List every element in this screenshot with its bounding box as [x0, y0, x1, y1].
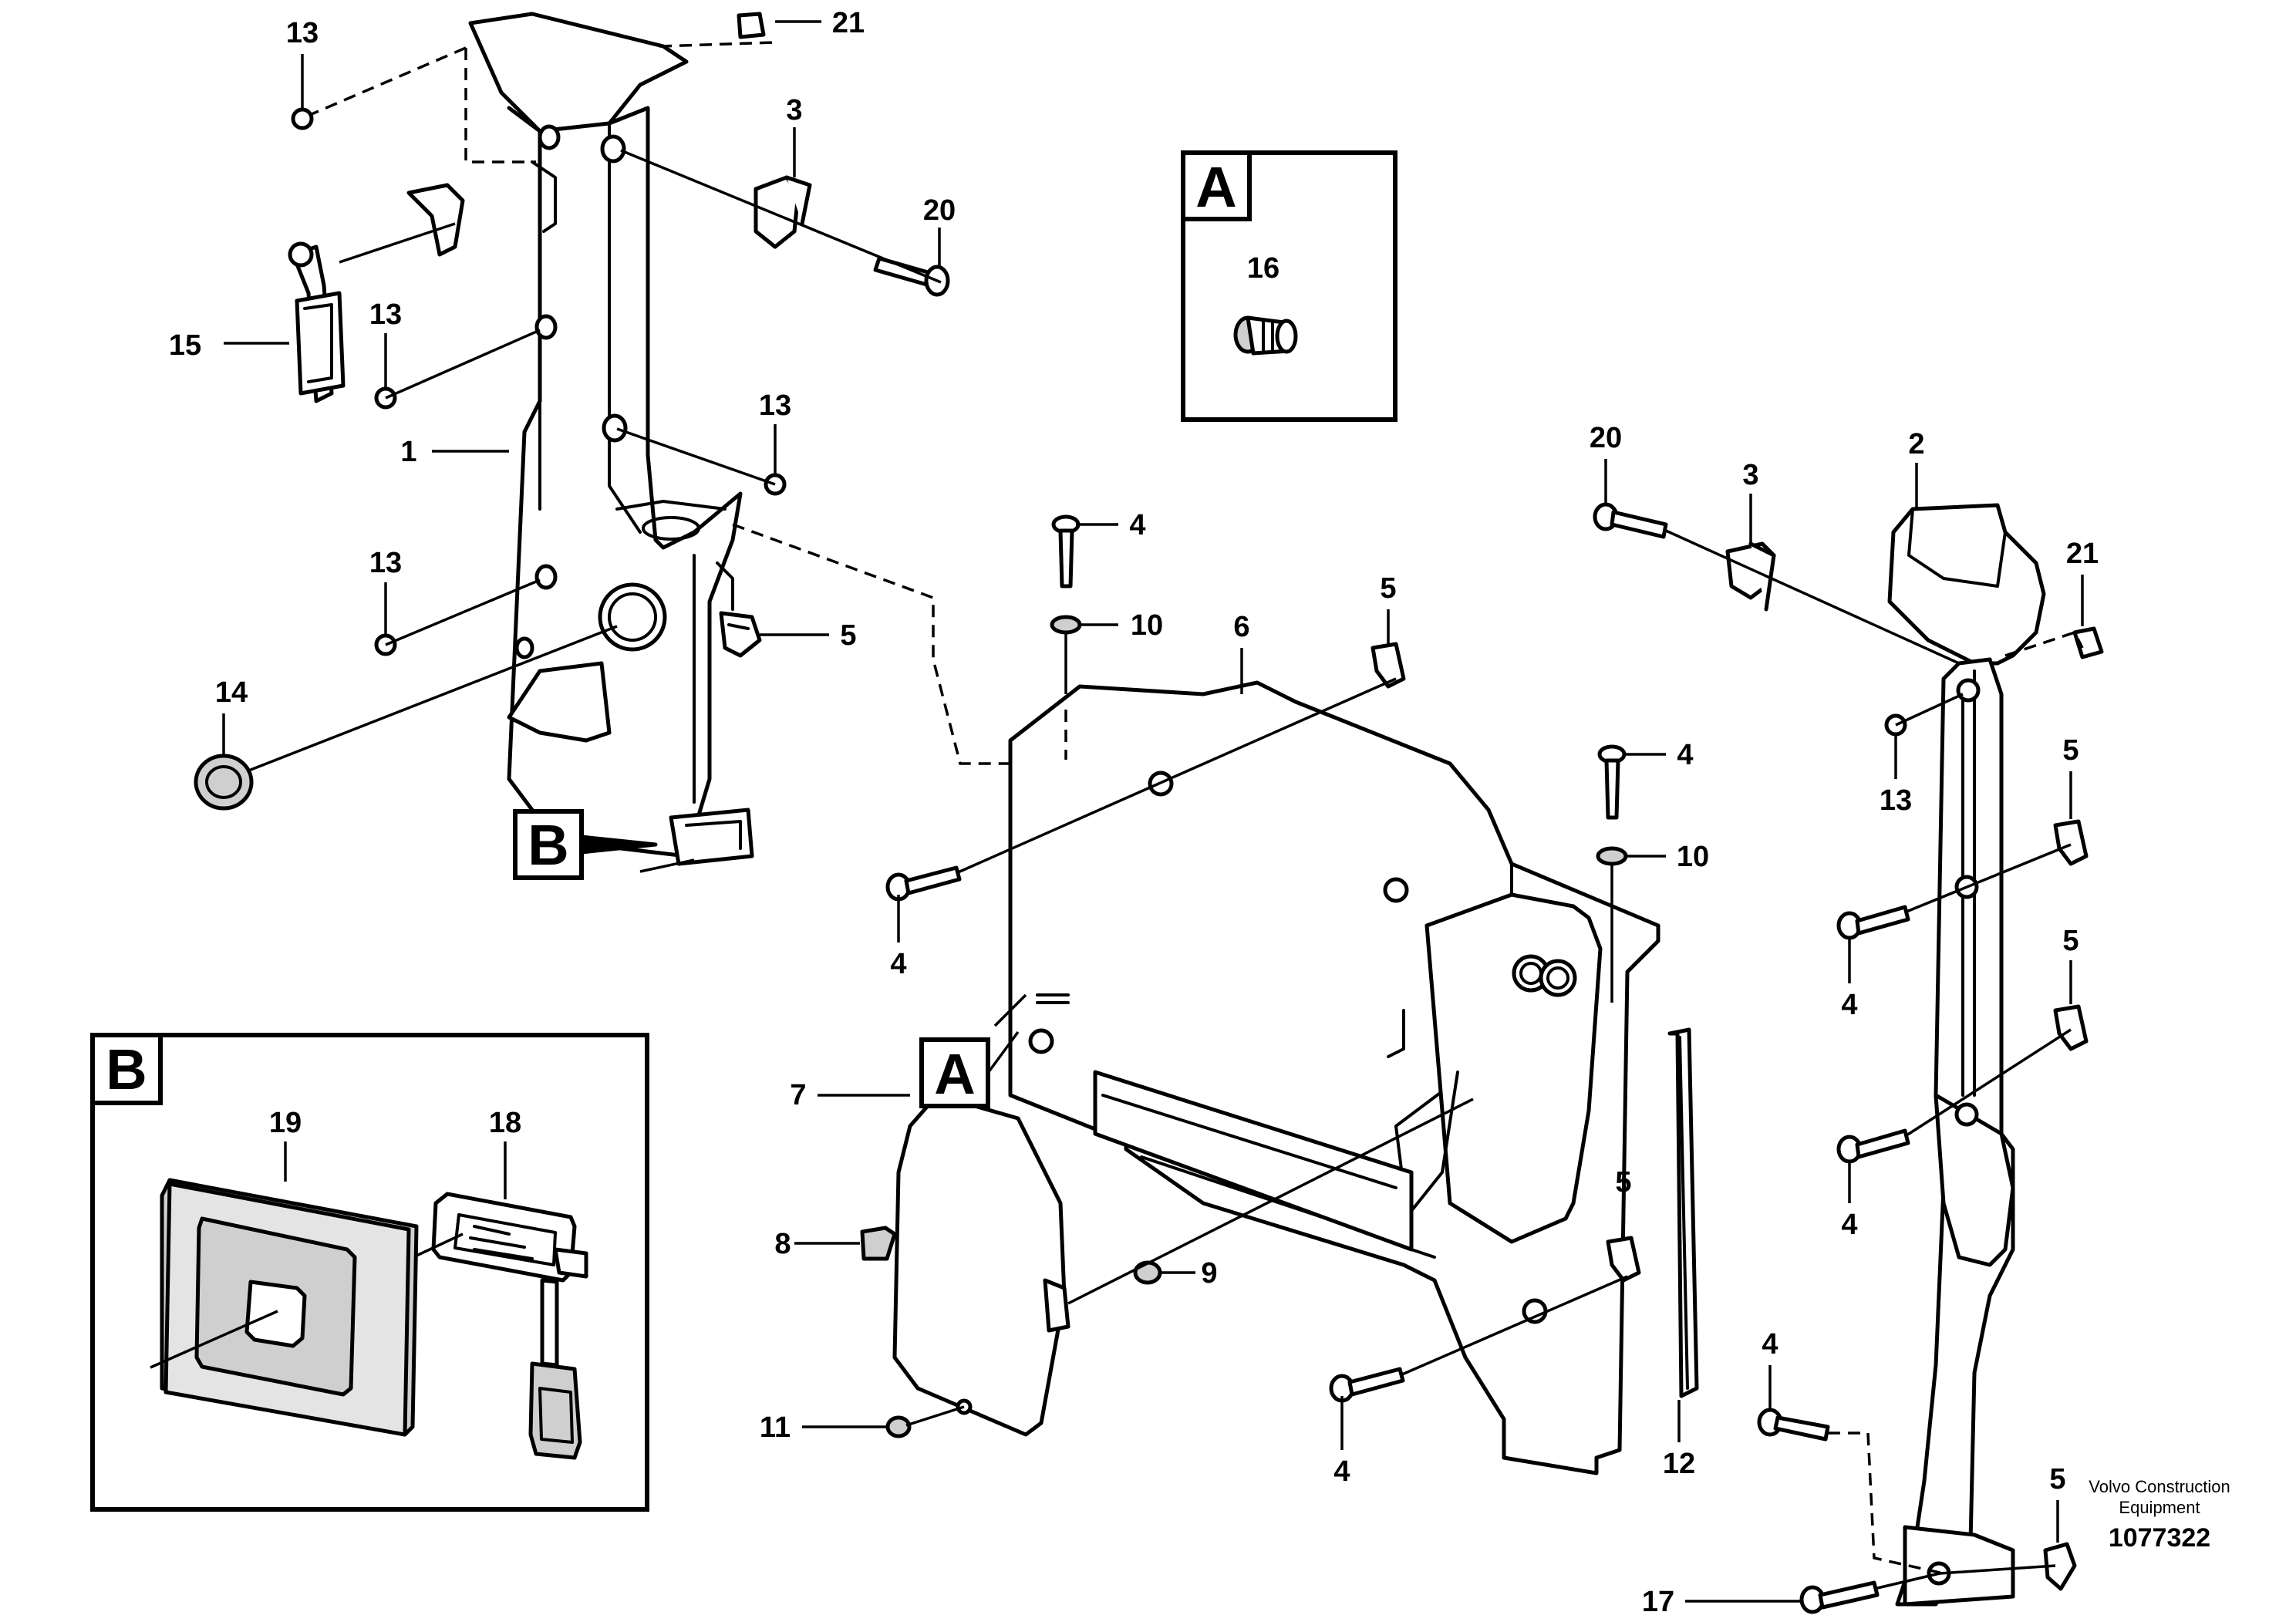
callout-3: 3: [1742, 459, 1758, 491]
screw-20-top: [873, 256, 950, 297]
callout-12: 12: [1663, 1448, 1695, 1480]
callout-4: 4: [1677, 739, 1693, 771]
detail-view-b: [90, 1033, 649, 1512]
clip-5-left: [719, 611, 762, 658]
callout-11: 11: [760, 1411, 791, 1444]
credit-line-1: Volvo Construction: [2089, 1477, 2230, 1496]
callout-5: 5: [2049, 1463, 2065, 1496]
plug-16: [1233, 315, 1298, 356]
callout-4: 4: [1129, 509, 1145, 541]
knob-14: [194, 754, 254, 811]
callout-3: 3: [786, 94, 802, 126]
callout-17: 17: [1642, 1586, 1674, 1618]
callout-5: 5: [1380, 572, 1396, 605]
callout-13: 13: [759, 389, 791, 422]
detail-view-a: [1181, 150, 1397, 422]
washer-9: [1133, 1260, 1162, 1285]
bezel-19: [160, 1178, 419, 1437]
callout-13: 13: [369, 547, 402, 579]
callout-4: 4: [1333, 1455, 1350, 1488]
callout-18: 18: [489, 1107, 521, 1139]
cover-7: [892, 1093, 1070, 1437]
view-a-reference: [919, 1030, 1020, 1108]
plug-11: [885, 1415, 912, 1438]
callout-13: 13: [369, 298, 402, 331]
callout-21: 21: [2066, 538, 2099, 570]
callout-20: 20: [923, 194, 956, 227]
callout-1: 1: [400, 436, 416, 468]
callout-4: 4: [1841, 989, 1857, 1021]
latch-15: [288, 183, 465, 403]
fasteners-center: [885, 514, 1641, 1403]
callout-5: 5: [2062, 925, 2079, 957]
callout-4: 4: [890, 948, 906, 980]
callout-21: 21: [832, 7, 865, 39]
center-panel-6: [1008, 680, 1660, 1475]
callout-5: 5: [840, 619, 856, 652]
callout-13: 13: [286, 17, 319, 49]
callout-10: 10: [1677, 841, 1709, 873]
callout-4: 4: [1762, 1328, 1778, 1361]
clip-21-top: [737, 12, 766, 39]
callout-7: 7: [790, 1079, 806, 1111]
switch-18: [431, 1192, 588, 1460]
view-b-letter: B: [106, 1037, 147, 1101]
callout-9: 9: [1201, 1257, 1217, 1290]
coat-hook-3-top: [754, 175, 812, 249]
callout-20: 20: [1590, 422, 1622, 454]
strip-12: [1667, 1027, 1699, 1398]
callout-16: 16: [1247, 252, 1279, 285]
view-b-reference: [513, 809, 695, 880]
view-a-reference-letter: A: [934, 1042, 975, 1106]
leaders-right: [1604, 459, 2084, 1603]
view-a-letter: A: [1195, 155, 1236, 219]
leaders-left: [222, 20, 1064, 773]
credit-line-2: Equipment: [2119, 1498, 2200, 1517]
callout-8: 8: [774, 1228, 791, 1260]
callout-19: 19: [269, 1107, 302, 1139]
right-pillar-trim-2: [1887, 503, 2046, 1607]
left-pillar-trim: [468, 12, 754, 866]
callout-10: 10: [1131, 609, 1163, 642]
callout-labels: 13 21 3 20 13 15 13 1 13 14 5 4 10 6 5 4…: [169, 7, 2099, 1618]
document-number: 1077322: [2109, 1523, 2210, 1553]
callout-2: 2: [1908, 428, 1924, 460]
callout-14: 14: [215, 676, 248, 709]
callout-6: 6: [1233, 611, 1249, 643]
view-b-reference-letter: B: [528, 813, 568, 877]
leaders-center: [794, 523, 1681, 1450]
fasteners-right: [1593, 502, 2104, 1614]
callout-5: 5: [1615, 1166, 1631, 1199]
clip-8: [860, 1226, 897, 1261]
callout-13: 13: [1880, 784, 1912, 817]
callout-4: 4: [1841, 1209, 1857, 1241]
callout-5: 5: [2062, 734, 2079, 767]
callout-15: 15: [169, 329, 201, 362]
